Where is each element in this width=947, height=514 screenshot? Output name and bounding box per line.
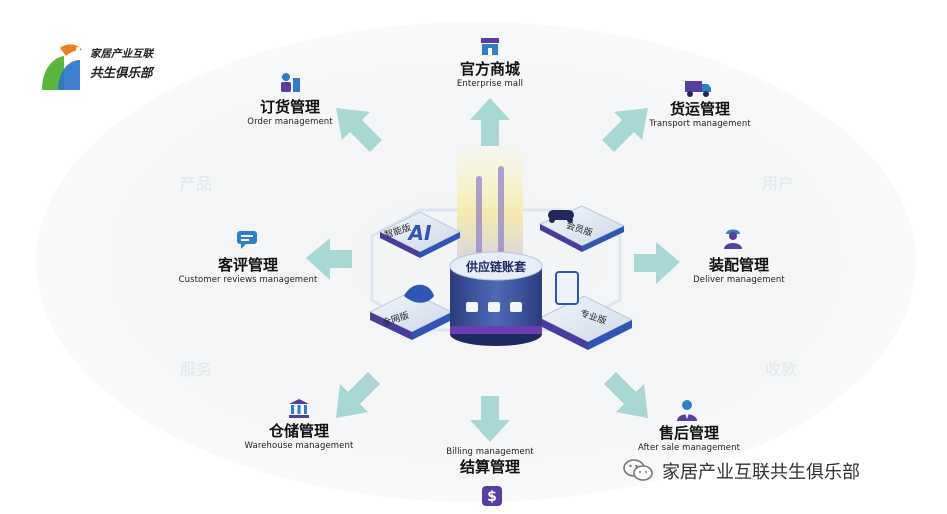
money-bag-icon: $ <box>482 486 502 506</box>
node-customer-reviews-cn: 客评管理 <box>217 256 278 274</box>
edition-tile-ai: AI <box>378 211 462 258</box>
node-deliver-management: 装配管理 Deliver management <box>682 256 796 286</box>
wechat-icon <box>623 459 653 481</box>
truck-icon <box>685 81 711 97</box>
node-billing-management-en: Billing management <box>446 447 534 457</box>
node-after-sale-management-en: After sale management <box>637 443 741 453</box>
node-deliver-management-en: Deliver management <box>693 275 785 285</box>
watermark-user: 用户 <box>762 174 795 193</box>
chat-bubble-icon <box>237 231 257 249</box>
light-beam <box>457 148 523 278</box>
club-logo: 家居产业互联 共生俱乐部 <box>38 40 168 94</box>
shop-icon <box>481 38 499 55</box>
edition-tile-network <box>368 284 454 340</box>
footer-brand-text: 家居产业互联共生俱乐部 <box>662 462 860 483</box>
node-warehouse-management-cn: 仓储管理 <box>268 422 329 440</box>
node-warehouse-management: 仓储管理 Warehouse management <box>236 422 362 452</box>
node-customer-reviews-en: Customer reviews management <box>178 275 318 285</box>
arrow-down-billing <box>470 396 510 442</box>
club-logo-icon <box>42 44 82 90</box>
center-cylinder <box>449 251 543 346</box>
node-billing-management: Billing management 结算管理 <box>430 446 550 476</box>
node-enterprise-mall-en: Enterprise mall <box>456 79 524 89</box>
order-person-icon <box>281 73 300 92</box>
svg-text:$: $ <box>487 489 497 505</box>
arrow-up-right-transport <box>602 108 648 152</box>
node-transport-management-cn: 货运管理 <box>669 100 730 118</box>
edition-tile-pro <box>538 271 634 350</box>
edition-tile-member <box>538 205 626 252</box>
svg-text:AI: AI <box>407 221 432 245</box>
arrow-left-reviews <box>306 238 352 280</box>
node-billing-management-cn: 结算管理 <box>459 458 520 476</box>
arrow-up-mall <box>470 98 510 146</box>
logo-line-1: 家居产业互联 <box>90 48 153 60</box>
node-customer-reviews: 客评管理 Customer reviews management <box>160 256 336 286</box>
node-enterprise-mall: 官方商城 Enterprise mall <box>430 60 550 90</box>
node-enterprise-mall-cn: 官方商城 <box>459 60 520 78</box>
node-warehouse-management-en: Warehouse management <box>244 441 354 451</box>
warehouse-icon <box>289 399 309 418</box>
arrow-down-right-aftersale <box>604 372 648 418</box>
center-title: 供应链账套 <box>465 260 526 274</box>
node-after-sale-management-cn: 售后管理 <box>658 424 719 442</box>
arrow-right-deliver <box>634 242 680 284</box>
watermark-service: 服务 <box>180 360 213 379</box>
node-deliver-management-cn: 装配管理 <box>708 256 769 274</box>
node-after-sale-management: 售后管理 After sale management <box>628 424 750 454</box>
watermark-collection: 收款 <box>765 360 798 379</box>
node-order-management: 订货管理 Order management <box>230 98 350 128</box>
service-person-icon <box>677 400 697 421</box>
node-transport-management-en: Transport management <box>649 119 751 129</box>
node-transport-management: 货运管理 Transport management <box>638 100 762 130</box>
node-order-management-cn: 订货管理 <box>259 98 320 116</box>
worker-icon <box>724 229 742 249</box>
node-order-management-en: Order management <box>247 117 333 127</box>
logo-line-2: 共生俱乐部 <box>90 65 153 80</box>
arrow-down-left-warehouse <box>336 372 380 418</box>
arrow-up-left-order <box>336 108 382 152</box>
watermark-product: 产品 <box>180 174 213 193</box>
